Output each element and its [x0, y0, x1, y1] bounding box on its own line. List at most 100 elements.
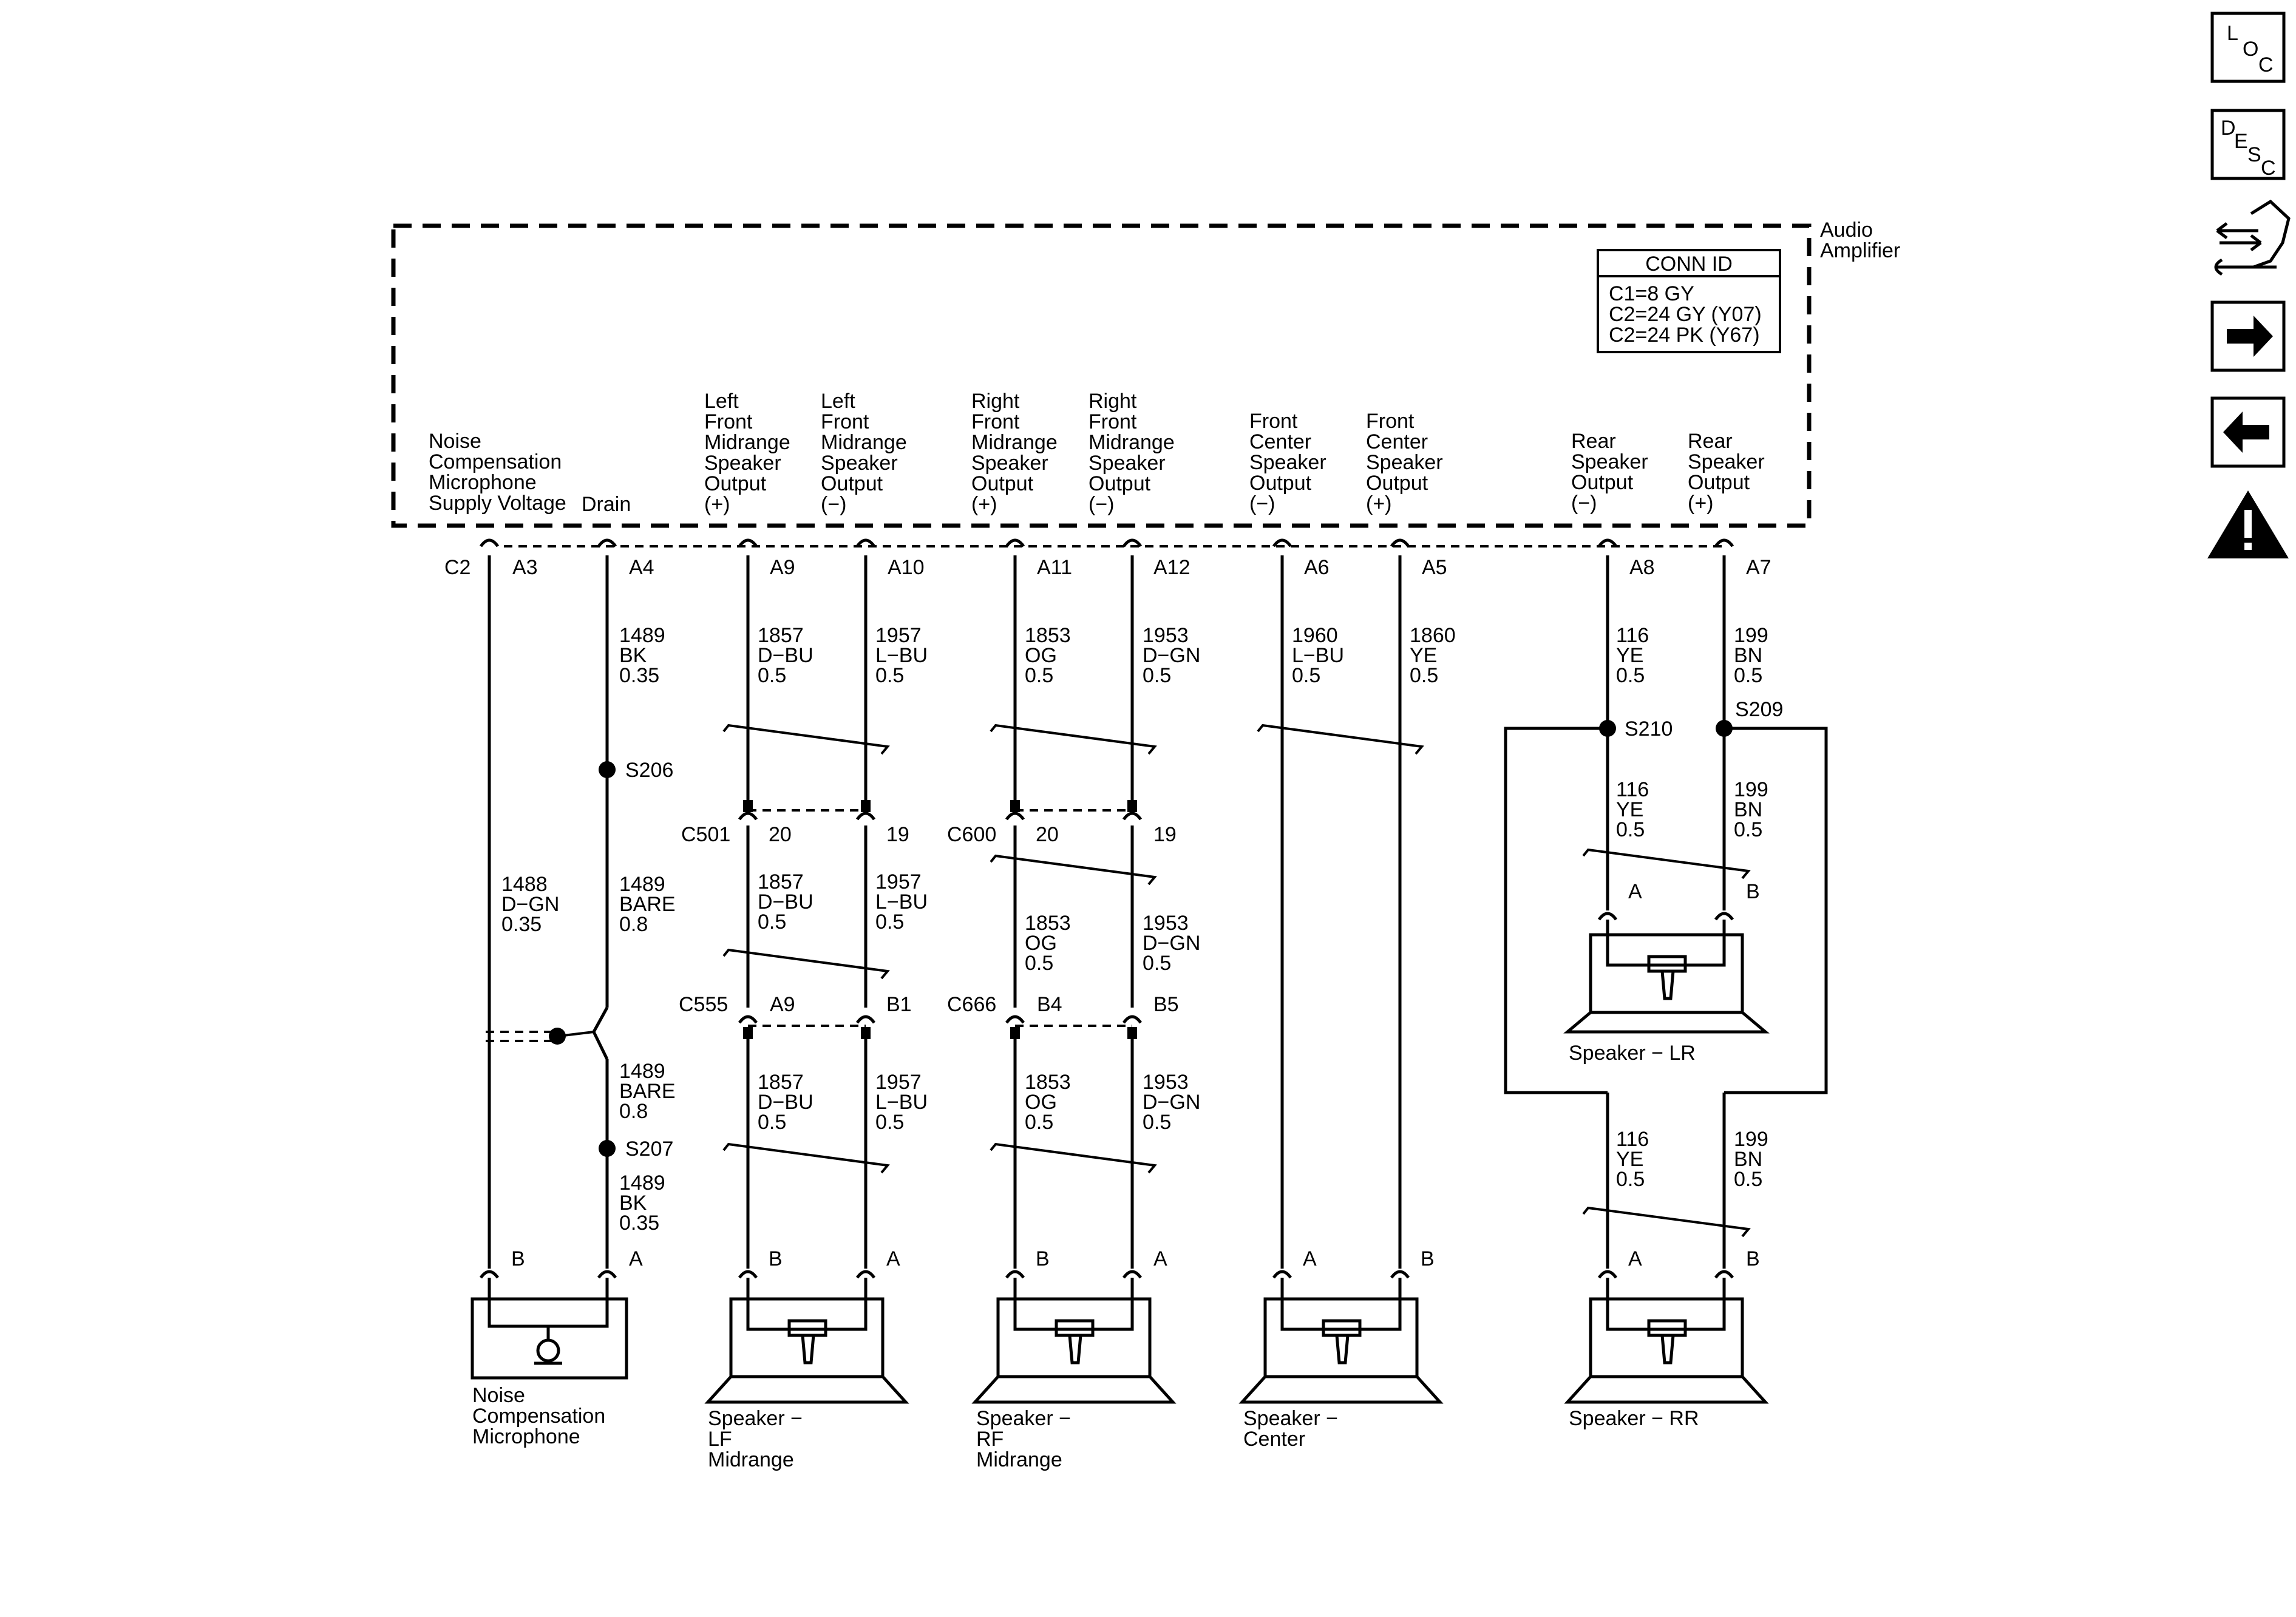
previous-arrow-icon [2223, 412, 2269, 453]
nav-desc-button[interactable]: D E S C [2210, 109, 2286, 180]
wire-label-drain-low: 1489 BARE 0.8 [619, 1060, 681, 1123]
device-label: Speaker − RF Midrange [976, 1407, 1076, 1471]
conn-id-line: C2=24 PK (Y67) [1609, 324, 1760, 347]
desc-icon-letter: C [2261, 157, 2276, 180]
wire-label-center-pos: 1860 YE 0.5 [1410, 624, 1461, 687]
device-label: Speaker − Center [1243, 1407, 1343, 1451]
speaker-lf-midrange: B A Speaker − LF Midrange [704, 1247, 909, 1471]
wire-label-lf-neg: 1957 L−BU 0.5 [875, 1071, 933, 1134]
device-label: Speaker − LF Midrange [708, 1407, 808, 1471]
output-label-center-pos: Front Center Speaker Output (+) [1366, 410, 1449, 515]
output-label-center-neg: Front Center Speaker Output (−) [1249, 410, 1332, 515]
device-pin-label: A [886, 1247, 900, 1270]
next-arrow-icon [2227, 316, 2273, 357]
output-label-rear-neg: Rear Speaker Output (−) [1571, 430, 1654, 515]
pin-label: 20 [1036, 823, 1059, 846]
wire-label-rear-neg: 116 YE 0.5 [1616, 624, 1655, 687]
wire-label-rear-pos: 199 BN 0.5 [1734, 624, 1774, 687]
nav-next-button[interactable] [2210, 300, 2286, 372]
wire-label-rf-neg: 1953 D−GN 0.5 [1143, 624, 1206, 687]
pin-label: A6 [1304, 556, 1330, 579]
device-label: Noise Compensation Microphone [472, 1384, 611, 1448]
splice-dot [1599, 720, 1616, 737]
output-labels: Noise Compensation Microphone Supply Vol… [429, 390, 1770, 516]
splice-dot [599, 1140, 616, 1157]
device-pin-label: B [769, 1247, 783, 1270]
output-label-rear-pos: Rear Speaker Output (+) [1688, 430, 1770, 515]
wire-labels-rear: 116 YE 0.5 199 BN 0.5 116 YE 0.5 199 BN … [1616, 778, 1774, 1191]
loc-icon: L [2227, 22, 2238, 45]
wire-label-rf-neg: 1953 D−GN 0.5 [1143, 912, 1206, 975]
speaker-rf-midrange: B A Speaker − RF Midrange [971, 1247, 1177, 1471]
connector-label: C501 [681, 823, 730, 846]
wire-label-lf-pos: 1857 D−BU 0.5 [758, 624, 819, 687]
desc-icon-letter: S [2247, 143, 2261, 166]
pin-label: B4 [1037, 993, 1062, 1016]
splice-dot [599, 761, 616, 778]
output-label-mic-supply: Noise Compensation Microphone Supply Vol… [429, 430, 568, 515]
inline-connector-c666: C666 B4 B5 [947, 993, 1179, 1039]
speaker-lr: A B Speaker − LR [1563, 880, 1770, 1065]
connector-label: C600 [947, 823, 996, 846]
wire-label-rf-pos: 1853 OG 0.5 [1025, 1071, 1076, 1134]
wire-label-rear-pos-low: 199 BN 0.5 [1734, 1128, 1774, 1191]
pin-label: A9 [770, 993, 795, 1016]
device-pin-label: A [1303, 1247, 1317, 1270]
loc-icon-letter: O [2243, 38, 2258, 61]
conn-id-title: CONN ID [1645, 253, 1733, 276]
pin-label: 19 [886, 823, 909, 846]
loc-icon-letter: C [2258, 53, 2274, 76]
desc-icon: D [2221, 117, 2236, 140]
splice-label-s207: S207 [625, 1137, 673, 1161]
pin-label: B5 [1153, 993, 1179, 1016]
wire-label-rf-pos: 1853 OG 0.5 [1025, 624, 1076, 687]
output-label-lf-neg: Left Front Midrange Speaker Output (−) [821, 390, 912, 516]
output-label-lf-pos: Left Front Midrange Speaker Output (+) [704, 390, 796, 516]
inline-connector-c600: C600 20 19 [947, 800, 1177, 846]
nav-previous-button[interactable] [2210, 396, 2286, 468]
device-pin-label: A [1628, 880, 1642, 903]
connector-label: C2 [444, 556, 470, 579]
conn-id-table: CONN ID C1=8 GY C2=24 GY (Y07) C2=24 PK … [1597, 249, 1781, 353]
wire-label-lf-pos: 1857 D−BU 0.5 [758, 1071, 819, 1134]
wire-label-mic: 1488 D−GN 0.35 [501, 873, 565, 936]
output-label-rf-neg: Right Front Midrange Speaker Output (−) [1089, 390, 1180, 516]
connector-label: C666 [947, 993, 996, 1016]
wire-labels-low: 1857 D−BU 0.5 1957 L−BU 0.5 1853 OG 0.5 … [758, 1071, 1206, 1134]
device-pin-label: A [629, 1247, 643, 1270]
device-pin-label: A [1153, 1247, 1167, 1270]
splice-points: S206 S207 S210 S209 [549, 698, 1783, 1161]
splice-dot [549, 1028, 566, 1045]
pin-label: A3 [512, 556, 538, 579]
pin-label: A10 [888, 556, 925, 579]
device-pin-label: B [1421, 1247, 1435, 1270]
wire-label-center-neg: 1960 L−BU 0.5 [1292, 624, 1350, 687]
pin-label: A5 [1422, 556, 1447, 579]
device-label: Speaker − RR [1569, 1407, 1699, 1430]
wire-label-drain: 1489 BK 0.35 [619, 624, 671, 687]
wire-label-drain-bottom: 1489 BK 0.35 [619, 1171, 671, 1235]
wire-label-lf-pos: 1857 D−BU 0.5 [758, 870, 819, 934]
splice-label-s209: S209 [1735, 698, 1783, 721]
inline-connector-c555: C555 A9 B1 [679, 993, 912, 1039]
microphone-icon [536, 1338, 560, 1363]
noise-compensation-microphone: B A Noise Compensation Microphone [470, 1247, 643, 1448]
device-pin-label: B [511, 1247, 525, 1270]
connector-tool-icon[interactable] [2214, 199, 2291, 276]
device-pin-label: B [1036, 1247, 1050, 1270]
conn-id-line: C2=24 GY (Y07) [1609, 303, 1762, 326]
caution-button[interactable] [2207, 490, 2289, 558]
pin-label: A4 [629, 556, 654, 579]
connector-label: C555 [679, 993, 728, 1016]
wire-label-rear-neg-low: 116 YE 0.5 [1616, 1128, 1655, 1191]
output-label-rf-pos: Right Front Midrange Speaker Output (+) [971, 390, 1063, 516]
amplifier-label: Audio Amplifier [1820, 219, 1900, 262]
amplifier-connector-c2: C2 [444, 545, 1724, 579]
wire-labels-mid: 1857 D−BU 0.5 1957 L−BU 0.5 1853 OG 0.5 … [758, 870, 1206, 975]
wire-label-rf-neg: 1953 D−GN 0.5 [1143, 1071, 1206, 1134]
nav-loc-button[interactable]: L O C [2210, 12, 2286, 83]
speaker-center: A B Speaker − Center [1238, 1247, 1444, 1451]
wire-label-lf-neg: 1957 L−BU 0.5 [875, 624, 933, 687]
device-label: Speaker − LR [1569, 1042, 1696, 1065]
